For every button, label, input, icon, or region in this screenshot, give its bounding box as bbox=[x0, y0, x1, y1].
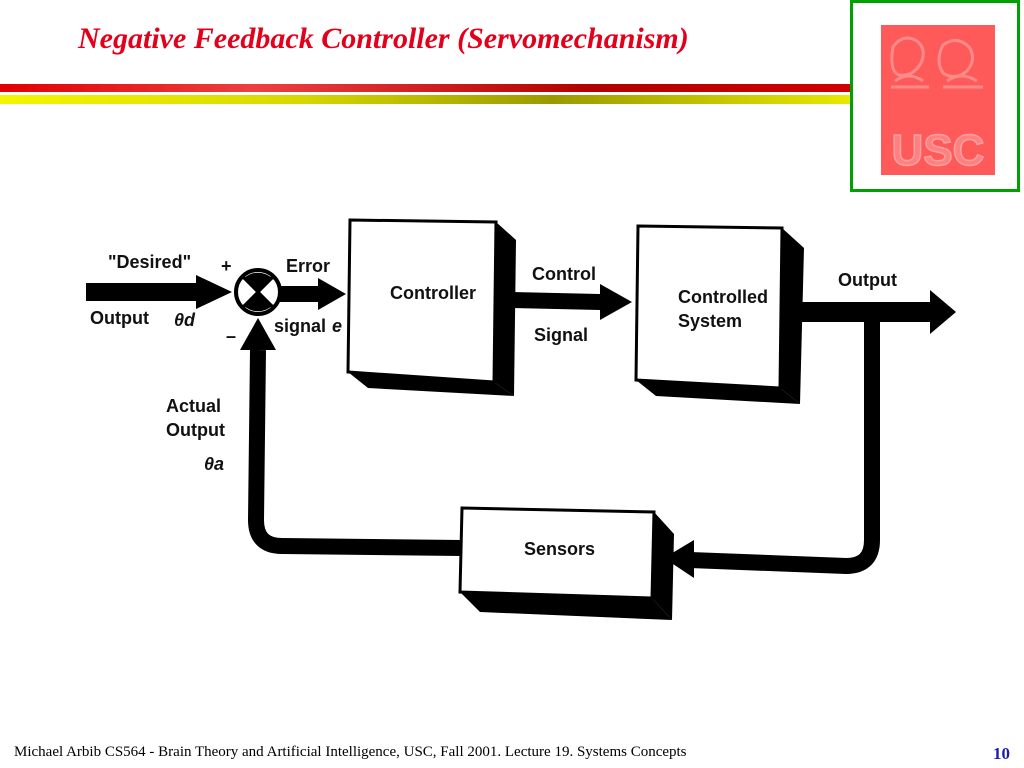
title-underline-red bbox=[0, 84, 850, 92]
controlled-system-label-1: Controlled bbox=[678, 287, 768, 307]
error-symbol: e bbox=[332, 316, 342, 336]
error-label: Error bbox=[286, 256, 330, 276]
page-number: 10 bbox=[993, 744, 1010, 763]
desired-label: "Desired" bbox=[108, 252, 191, 272]
actual-symbol: θa bbox=[204, 454, 224, 474]
feedback-arrowhead bbox=[240, 318, 276, 350]
error-signal-label: signal bbox=[274, 316, 326, 336]
error-arrow bbox=[280, 278, 346, 310]
input-arrow bbox=[86, 275, 232, 309]
slide-footer: Michael Arbib CS564 - Brain Theory and A… bbox=[14, 744, 687, 760]
sensor-input-arrowhead bbox=[664, 540, 694, 578]
logo-text: USC bbox=[892, 126, 985, 175]
usc-logo-icon: USC bbox=[881, 25, 995, 175]
title-underline-yellow bbox=[0, 95, 850, 104]
slide-title: Negative Feedback Controller (Servomecha… bbox=[78, 22, 689, 55]
control-label: Control bbox=[532, 264, 596, 284]
desired-output-label: Output bbox=[90, 308, 149, 328]
sensors-block bbox=[458, 506, 674, 620]
control-arrow bbox=[512, 284, 632, 320]
feedback-line-return bbox=[247, 349, 463, 556]
usc-logo-frame: USC bbox=[850, 0, 1020, 192]
actual-label: Actual bbox=[166, 396, 221, 416]
plus-sign: + bbox=[221, 256, 232, 276]
feedback-line-output bbox=[689, 312, 880, 575]
controller-block bbox=[346, 218, 516, 396]
controller-label: Controller bbox=[390, 283, 476, 303]
sensors-label: Sensors bbox=[524, 539, 595, 559]
control-signal-label: Signal bbox=[534, 325, 588, 345]
controlled-system-label-2: System bbox=[678, 311, 742, 331]
controlled-system-block bbox=[634, 224, 804, 404]
minus-sign: – bbox=[226, 326, 236, 346]
actual-output-label: Output bbox=[166, 420, 225, 440]
summing-junction bbox=[234, 268, 282, 316]
desired-symbol: θd bbox=[174, 310, 196, 330]
output-label: Output bbox=[838, 270, 897, 290]
